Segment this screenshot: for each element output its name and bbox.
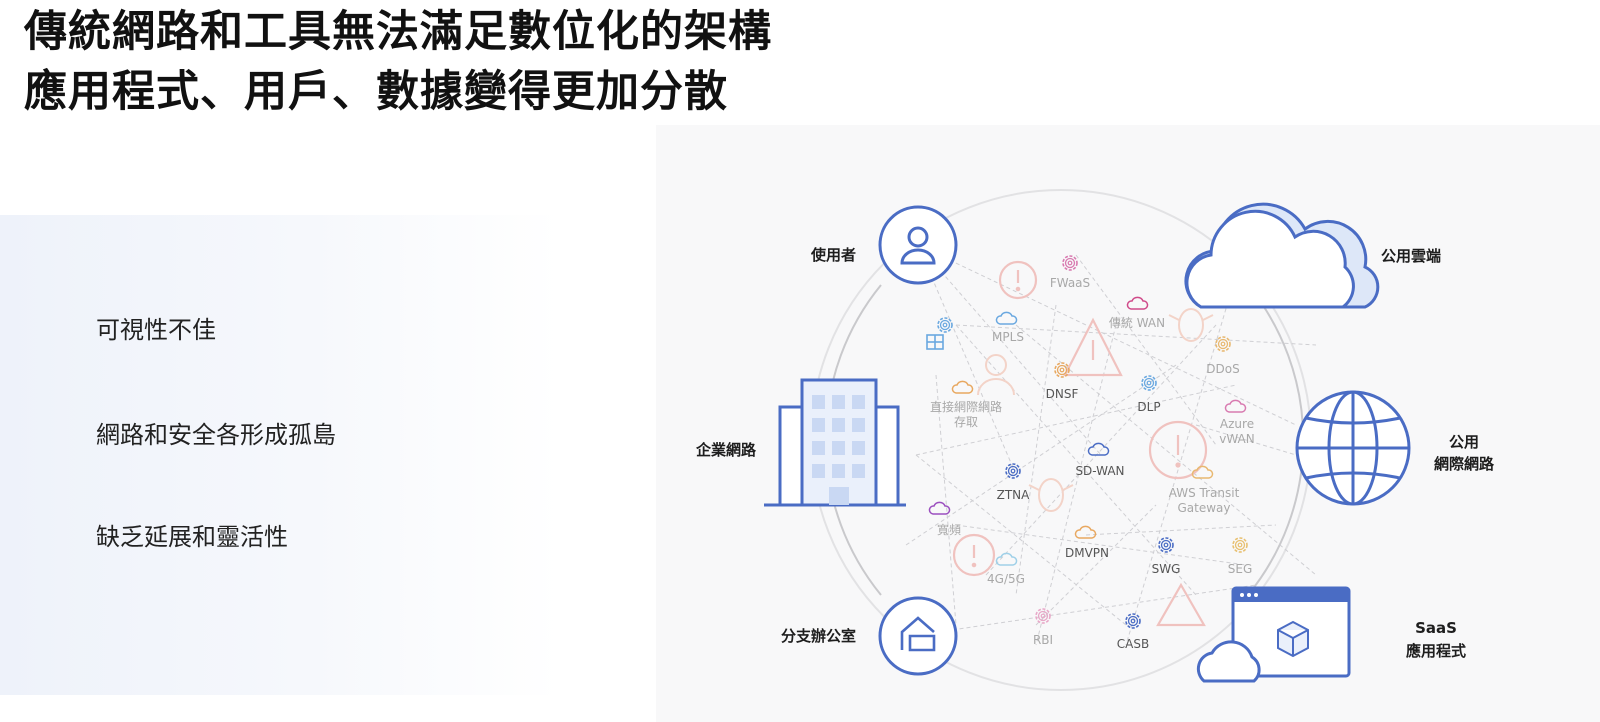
public-internet-label-2: 網際網路 <box>1434 455 1495 473</box>
title-line-1: 傳統網路和工具無法滿足數位化的架構 <box>24 7 772 57</box>
legacy-wan-label: 傳統 WAN <box>1109 316 1165 330</box>
title-line-2: 應用程式、用戶、數據變得更加分散 <box>24 67 728 117</box>
dnsf-icon <box>1054 362 1070 378</box>
direct-internet-label-2: 存取 <box>954 415 978 429</box>
direct-internet-icon <box>951 380 974 394</box>
globe-icon <box>1295 390 1411 506</box>
issue-silos: 網路和安全各形成孤島 <box>96 421 336 449</box>
network-diagram: 使用者 公用雲端 企業網路 公用 <box>656 125 1600 722</box>
user-node-icon <box>878 205 958 285</box>
building-icon <box>764 378 906 507</box>
mesh-lines <box>905 244 1317 646</box>
seg-icon <box>1232 537 1248 553</box>
right-arc <box>1247 284 1305 596</box>
ztna-icon <box>1005 463 1021 479</box>
dlp-label: DLP <box>1137 400 1160 414</box>
issue-visibility: 可視性不佳 <box>96 316 216 344</box>
casb-label: CASB <box>1117 637 1149 651</box>
saas-app-icon <box>1196 586 1351 683</box>
swg-label: SWG <box>1152 562 1181 576</box>
page-title: 傳統網路和工具無法滿足數位化的架構 應用程式、用戶、數據變得更加分散 <box>24 2 772 122</box>
public-internet-label-1: 公用 <box>1449 433 1479 451</box>
issues-panel: 可視性不佳 網路和安全各形成孤島 缺乏延展和靈活性 <box>0 215 560 695</box>
ddos-label: DDoS <box>1206 362 1239 376</box>
firewall-icon <box>926 334 944 350</box>
legacy-wan-icon <box>1126 296 1149 310</box>
broadband-label: 寬頻 <box>937 522 961 537</box>
bug-icon <box>1028 308 1214 512</box>
dmvpn-icon <box>1074 525 1097 539</box>
public-cloud-label: 公用雲端 <box>1381 247 1441 265</box>
cellular-icon <box>995 552 1018 566</box>
seg-label: SEG <box>1228 562 1253 576</box>
fwaas-icon <box>1062 255 1078 271</box>
fwaas-label: FWaaS <box>1050 276 1090 290</box>
dnsf-label: DNSF <box>1046 387 1079 401</box>
azure-icon <box>1224 399 1247 413</box>
aws-label-1: AWS Transit <box>1169 486 1240 500</box>
casb-icon <box>1125 613 1141 629</box>
swg-icon <box>1158 537 1174 553</box>
firewall-gear-icon <box>937 317 953 333</box>
azure-label-1: Azure <box>1220 417 1254 431</box>
public-cloud-icon <box>1184 202 1380 309</box>
person-icon <box>977 354 1015 396</box>
dlp-icon <box>1141 375 1157 391</box>
cellular-label: 4G/5G <box>987 572 1025 586</box>
sdwan-label: SD-WAN <box>1075 464 1124 478</box>
saas-label-1: SaaS <box>1415 619 1457 637</box>
ztna-label: ZTNA <box>997 488 1031 502</box>
warning-icon <box>952 260 1208 627</box>
rbi-icon <box>1035 608 1051 624</box>
rbi-label: RBI <box>1033 633 1053 647</box>
azure-label-2: vWAN <box>1219 432 1255 446</box>
user-label: 使用者 <box>810 246 856 264</box>
branch-node-icon <box>878 596 958 676</box>
branch-label: 分支辦公室 <box>781 627 856 645</box>
aws-label-2: Gateway <box>1177 501 1230 515</box>
mpls-icon <box>995 311 1018 325</box>
mpls-label: MPLS <box>992 330 1024 344</box>
enterprise-label: 企業網路 <box>695 441 757 459</box>
dmvpn-label: DMVPN <box>1065 546 1109 560</box>
saas-label-2: 應用程式 <box>1406 642 1466 660</box>
direct-internet-label-1: 直接網際網路 <box>930 399 1002 414</box>
issue-flexibility: 缺乏延展和靈活性 <box>96 523 288 551</box>
